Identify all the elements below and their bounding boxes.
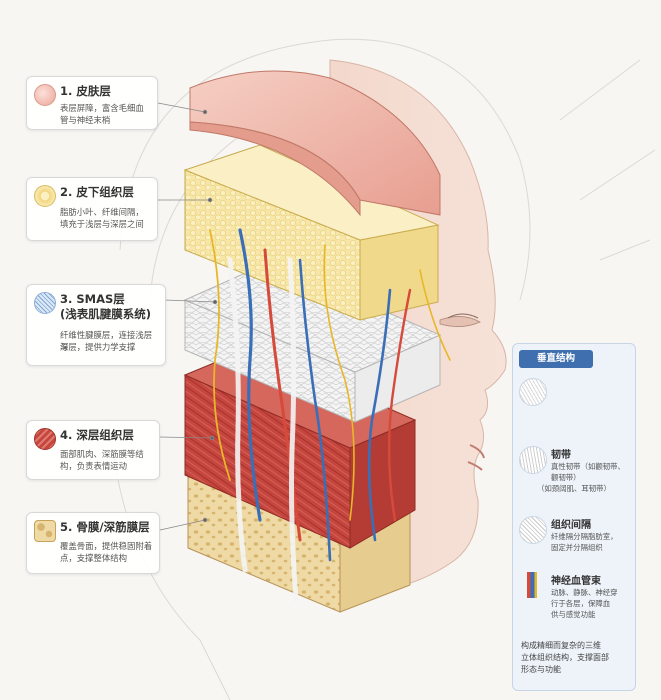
panel-item-septum: 组织间隔 纤维隔分隔脂肪室， 固定并分隔组织 <box>519 516 629 560</box>
callout-desc-line: 管与神经末梢 <box>60 115 111 125</box>
callout-desc-line: 表层屏障，富含毛细血 <box>60 103 144 113</box>
panel-item-neurovascular: 神经血管束 动脉、静脉、神经穿 行于各层，保障血 供与感觉功能 <box>519 572 629 632</box>
callout-smas-layer: 3. SMAS层 (浅表肌腱膜系统) 纤维性腱膜层，连接浅层与 深层，提供力学支… <box>26 284 166 366</box>
smas-mesh-icon <box>34 292 56 314</box>
panel-item-fiber <box>519 378 629 428</box>
panel-footer-line: 形态与功能 <box>521 665 561 674</box>
callout-desc-line: 覆盖骨面，提供稳固附着 <box>60 541 153 551</box>
callout-title: 1. 皮肤层 <box>60 84 111 98</box>
callout-title: 3. SMAS层 <box>60 292 125 306</box>
panel-footer-line: 构成精细而复杂的三维 <box>521 641 601 650</box>
muscle-icon <box>34 428 56 450</box>
panel-footer: 构成精细而复杂的三维 立体组织结构，支撑面部 形态与功能 <box>521 640 629 676</box>
panel-item-desc-line: 固定并分隔组织 <box>551 543 603 552</box>
fat-icon <box>34 185 56 207</box>
panel-item-desc-line: 真性韧带（如颧韧带、 <box>551 462 625 471</box>
panel-header: 垂直结构 <box>519 350 593 368</box>
panel-footer-line: 立体组织结构，支撑面部 <box>521 653 609 662</box>
callout-desc-line: 填充于浅层与深层之间 <box>60 219 144 229</box>
callout-desc-line: 面部肌肉、深筋膜等结 <box>60 449 144 459</box>
skin-icon <box>34 84 56 106</box>
callout-title: 4. 深层组织层 <box>60 428 134 442</box>
panel-item-ligament: 韧带 真性韧带（如颧韧带、 颧韧带） （如颈阔肌、耳韧带） <box>519 446 629 502</box>
callout-title: 2. 皮下组织层 <box>60 185 134 199</box>
panel-item-title: 神经血管束 <box>551 576 601 587</box>
callout-subtitle: (浅表肌腱膜系统) <box>60 307 152 321</box>
callout-title: 5. 骨膜/深筋膜层 <box>60 520 150 534</box>
vertical-structure-panel: 垂直结构 韧带 真性韧带（如颧韧带、 颧韧带） （如颈阔肌、耳韧带） 组织间隔 … <box>512 343 636 691</box>
panel-item-title: 韧带 <box>551 450 571 461</box>
fiber-icon <box>519 378 547 406</box>
panel-item-desc-line: （如颈阔肌、耳韧带） <box>537 484 611 493</box>
callout-desc-line: 点，支撑整体结构 <box>60 553 127 563</box>
neurovascular-icon <box>519 572 545 598</box>
callout-skin-layer: 1. 皮肤层 表层屏障，富含毛细血 管与神经末梢 <box>26 76 158 130</box>
callout-desc-line: 构，负责表情运动 <box>60 461 127 471</box>
panel-item-title: 组织间隔 <box>551 520 591 531</box>
neurovascular-vessels <box>209 228 451 603</box>
callout-desc-line: 纤维性腱膜层，连接浅层与 <box>60 330 153 352</box>
panel-item-desc-line: 动脉、静脉、神经穿 <box>551 588 618 597</box>
callout-desc-line: 脂肪小叶、纤维间隔， <box>60 207 144 217</box>
callout-muscle-layer: 4. 深层组织层 面部肌肉、深筋膜等结 构，负责表情运动 <box>26 420 160 480</box>
callout-fat-layer: 2. 皮下组织层 脂肪小叶、纤维间隔， 填充于浅层与深层之间 <box>26 177 158 241</box>
layer-skin-block <box>189 70 441 217</box>
layer-fat-block <box>183 144 440 321</box>
bone-icon <box>34 520 56 542</box>
septum-icon <box>519 516 547 544</box>
panel-item-desc-line: 纤维隔分隔脂肪室， <box>551 532 618 541</box>
leader-lines <box>157 102 218 531</box>
panel-item-desc-line: 行于各层，保障血 <box>551 599 611 608</box>
panel-item-desc-line: 颧韧带） <box>551 473 581 482</box>
ligament-icon <box>519 446 547 474</box>
panel-item-desc-line: 供与感觉功能 <box>551 610 596 619</box>
callout-bone-layer: 5. 骨膜/深筋膜层 覆盖骨面，提供稳固附着 点，支撑整体结构 <box>26 512 160 574</box>
callout-desc-line: 深层，提供力学支撑 <box>60 342 136 352</box>
